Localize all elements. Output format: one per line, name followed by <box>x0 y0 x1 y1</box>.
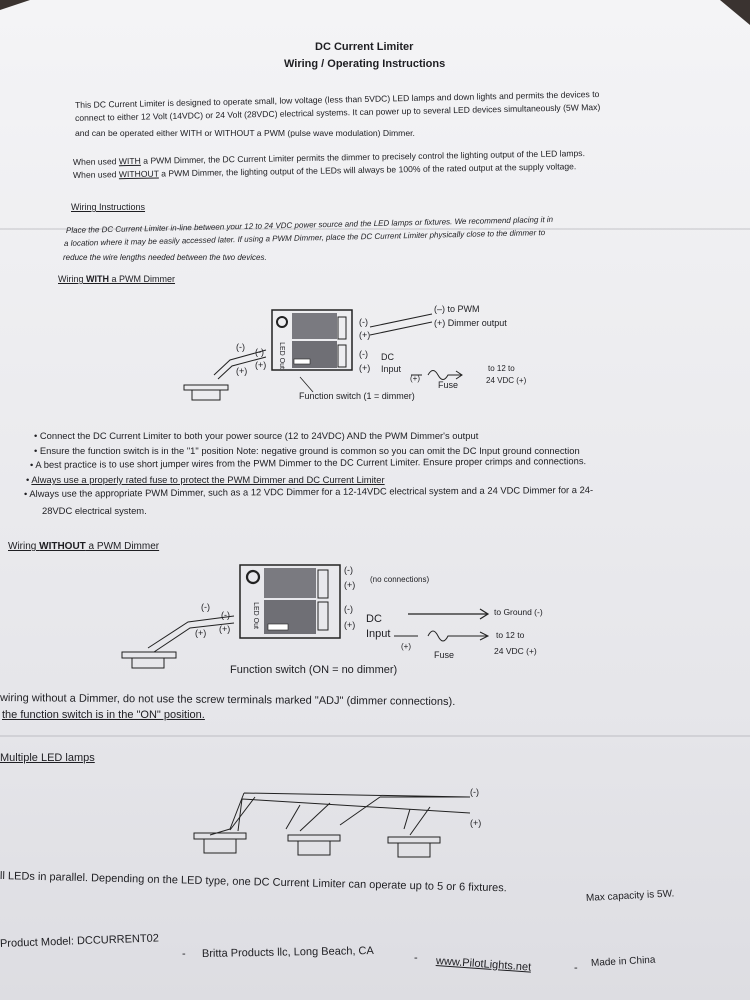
pos-label: (+) <box>410 374 420 383</box>
input-label: Input <box>366 628 391 640</box>
led-wires <box>147 615 235 653</box>
parallel-wire <box>209 792 471 836</box>
pos-label: (+) <box>195 628 207 638</box>
led-lamp-1 <box>203 838 237 854</box>
dc-label: DC <box>366 613 382 625</box>
mount-hole <box>245 569 261 585</box>
limiter-box <box>271 309 353 371</box>
terminal-block <box>317 569 329 599</box>
pos-label: (+) <box>219 624 231 634</box>
parallel-led-diagram <box>193 792 471 858</box>
diagram2-header: Wiring WITHOUT a PWM Dimmer <box>8 541 160 552</box>
bullet-item: • Always use a properly rated fuse to pr… <box>26 474 385 485</box>
wiring-diagram-with-dimmer <box>183 309 463 401</box>
pos-label: (+) <box>344 620 356 630</box>
pos-label: (+) <box>344 580 356 590</box>
to-12-label: to 12 to <box>496 630 525 640</box>
pos-label: (+) <box>470 818 482 828</box>
limiter-chip <box>264 568 316 598</box>
neg-label: (-) <box>221 610 230 620</box>
footer-separator: - <box>574 962 578 974</box>
to-12-label: to 12 to <box>488 364 515 373</box>
document-subtitle: Wiring / Operating Instructions <box>284 58 446 70</box>
paper-fold <box>0 735 750 737</box>
function-switch <box>293 358 311 365</box>
led-out-label: LED Out <box>277 342 285 369</box>
function-switch-label: Function switch (ON = no dimmer) <box>230 664 398 676</box>
pos-label: (+) <box>401 642 411 651</box>
neg-label: (-) <box>344 565 353 575</box>
diagram1-header: Wiring WITH a PWM Dimmer <box>58 274 176 284</box>
multiple-led-header: Multiple LED lamps <box>0 752 95 764</box>
document-title: DC Current Limiter <box>315 41 414 53</box>
led-lamp <box>191 389 221 401</box>
limiter-chip <box>292 313 337 339</box>
led-lamp <box>183 384 229 391</box>
pos-label: (+) <box>255 360 267 370</box>
limiter-box <box>239 564 341 639</box>
paper-fold <box>0 228 750 230</box>
pos-label: (+) <box>359 363 371 373</box>
neg-label: (-) <box>470 787 479 797</box>
no-connections-label: (no connections) <box>370 575 430 584</box>
led-lamp-1 <box>193 832 247 840</box>
neg-label: (-) <box>359 317 368 327</box>
dimmer-output-label: (+) Dimmer output <box>434 318 507 328</box>
led-lamp-3 <box>387 836 441 844</box>
neg-label: (-) <box>344 604 353 614</box>
footer-separator: - <box>182 948 186 960</box>
dc-label: DC <box>381 352 394 362</box>
ground-line <box>408 608 490 620</box>
fuse-label: Fuse <box>438 380 459 390</box>
bullet-continuation: 28VDC electrical system. <box>42 505 147 516</box>
neg-label: (-) <box>255 347 264 357</box>
to-ground-label: to Ground (-) <box>494 607 543 617</box>
function-switch <box>267 623 289 631</box>
neg-label: (-) <box>236 342 245 352</box>
switch-pointer <box>299 376 314 393</box>
wiring-diagram-without-dimmer <box>121 564 490 669</box>
to-24-label: 24 VDC (+) <box>494 646 537 656</box>
led-lamp-2 <box>287 834 341 842</box>
terminal-block <box>337 344 347 368</box>
bullet-item: • Connect the DC Current Limiter to both… <box>34 430 479 441</box>
function-switch-label: Function switch (1 = dimmer) <box>299 391 415 401</box>
switch-position-note: the function switch is in the "ON" posit… <box>2 709 205 721</box>
pos-label: (+) <box>359 330 371 340</box>
parallel-wire <box>229 796 431 836</box>
fuse-label: Fuse <box>434 650 455 660</box>
footer-separator: - <box>414 952 418 964</box>
bullet-item: • Ensure the function switch is in the "… <box>34 445 580 456</box>
wiring-instructions-header: Wiring Instructions <box>71 202 146 212</box>
pos-label: (+) <box>236 366 248 376</box>
led-lamp <box>121 651 177 659</box>
to-24-label: 24 VDC (+) <box>486 376 527 385</box>
parallel-wire <box>237 798 471 832</box>
led-lamp <box>131 657 165 669</box>
intro-line: and can be operated either WITH or WITHO… <box>75 128 415 138</box>
neg-label: (-) <box>201 602 210 612</box>
fuse-line <box>394 630 490 642</box>
led-lamp-3 <box>397 842 431 858</box>
mount-hole <box>276 316 288 328</box>
pwm-wires <box>369 313 433 336</box>
led-wires <box>213 349 267 380</box>
to-pwm-label: (–) to PWM <box>434 304 480 314</box>
led-lamp-2 <box>297 840 331 856</box>
input-label: Input <box>381 364 402 374</box>
terminal-block <box>337 316 347 340</box>
neg-label: (-) <box>359 349 368 359</box>
led-out-label: LED Out <box>251 602 259 629</box>
terminal-block <box>317 601 329 631</box>
fuse-line <box>411 370 463 380</box>
wiring-instruction-line: reduce the wire lengths needed between t… <box>63 253 267 262</box>
